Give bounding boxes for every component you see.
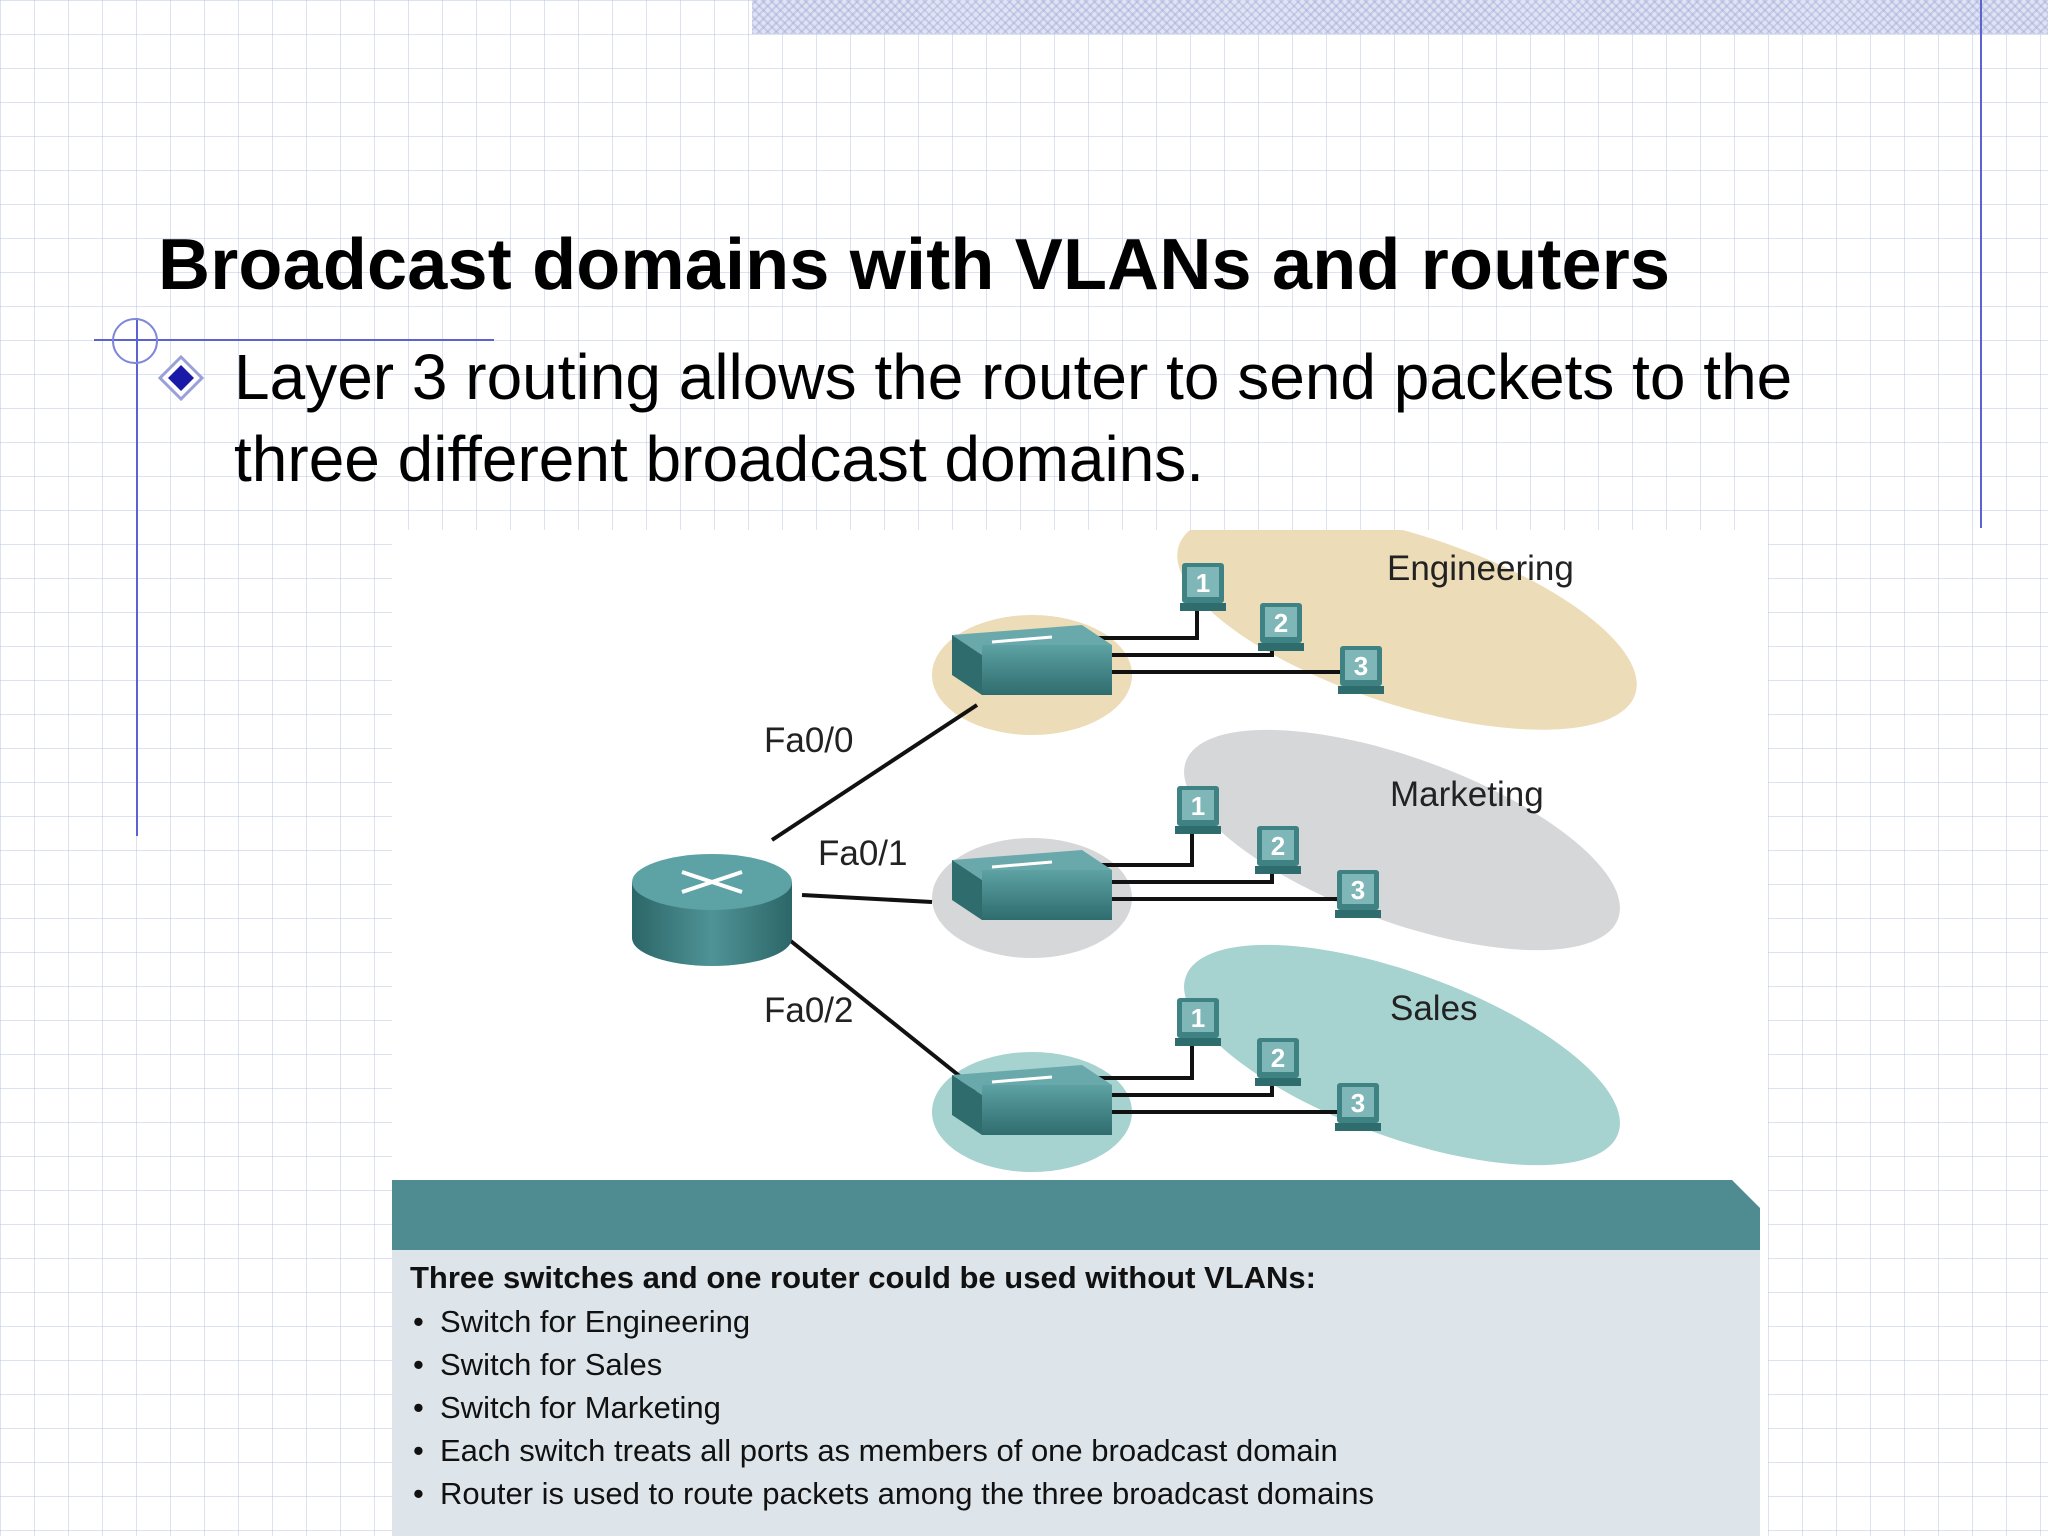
bullet-dot-icon: • — [413, 1304, 424, 1339]
sales-switch-icon — [952, 1065, 1112, 1135]
left-horizontal-rule — [94, 339, 494, 341]
caption-item: • Switch for Marketing — [410, 1386, 1742, 1429]
pc-icon: 1 — [1175, 786, 1221, 834]
group-label-sales: Sales — [1390, 989, 1478, 1028]
decorative-circle — [112, 318, 158, 364]
pc-number-label: 2 — [1271, 831, 1285, 861]
pc-icon: 1 — [1180, 563, 1226, 611]
caption-item: • Router is used to route packets among t… — [410, 1472, 1742, 1515]
pc-number-label: 1 — [1196, 568, 1210, 598]
bullet-dot-icon: • — [413, 1347, 424, 1382]
pc-icon: 2 — [1258, 603, 1304, 651]
caption-item-text: Switch for Engineering — [440, 1304, 751, 1339]
caption-panel: Three switches and one router could be u… — [392, 1250, 1760, 1536]
pc-icon: 2 — [1255, 826, 1301, 874]
engineering-domain-shape — [1177, 530, 1637, 730]
caption-item: • Switch for Sales — [410, 1343, 1742, 1386]
bullet-dot-icon: • — [413, 1476, 424, 1511]
pc-number-label: 1 — [1191, 791, 1205, 821]
caption-header-bar — [392, 1180, 1760, 1250]
top-decorative-band — [752, 0, 2048, 34]
pc-number-label: 3 — [1354, 651, 1368, 681]
caption-list: • Switch for Engineering • Switch for Sale… — [410, 1300, 1742, 1515]
pc-icon: 2 — [1255, 1038, 1301, 1086]
caption-item: • Switch for Engineering — [410, 1300, 1742, 1343]
left-vertical-rule — [136, 318, 138, 836]
group-label-engineering: Engineering — [1387, 549, 1574, 588]
pc-number-label: 2 — [1271, 1043, 1285, 1073]
pc-icon: 3 — [1335, 870, 1381, 918]
caption-item: • Each switch treats all ports as members… — [410, 1429, 1742, 1472]
slide-title: Broadcast domains with VLANs and routers — [158, 225, 1671, 305]
caption-item-text: Router is used to route packets among th… — [440, 1476, 1374, 1511]
pc-icon: 1 — [1175, 998, 1221, 1046]
pc-number-label: 1 — [1191, 1003, 1205, 1033]
marketing-domain-shape — [1184, 729, 1620, 951]
port-label-fa0-1: Fa0/1 — [818, 834, 908, 873]
bullet-dot-icon: • — [413, 1433, 424, 1468]
engineering-switch-icon — [952, 625, 1112, 695]
caption-item-text: Switch for Marketing — [440, 1390, 721, 1425]
router-links — [770, 703, 979, 1092]
pc-number-label: 3 — [1351, 875, 1365, 905]
router-icon — [632, 854, 792, 966]
pc-icon: 3 — [1335, 1083, 1381, 1131]
caption-heading: Three switches and one router could be u… — [410, 1260, 1316, 1295]
bullet-text: Layer 3 routing allows the router to sen… — [234, 341, 1793, 495]
right-vertical-rule — [1980, 0, 1982, 528]
pc-number-label: 2 — [1274, 608, 1288, 638]
caption-item-text: Switch for Sales — [440, 1347, 663, 1382]
caption-item-text: Each switch treats all ports as members … — [440, 1433, 1338, 1468]
group-label-marketing: Marketing — [1390, 775, 1544, 814]
marketing-switch-icon — [952, 850, 1112, 920]
pc-layer: 1 2 3 1 2 3 1 2 3 — [1175, 563, 1384, 1131]
pc-number-label: 3 — [1351, 1088, 1365, 1118]
pc-icon: 3 — [1338, 646, 1384, 694]
sales-domain-shape — [1184, 944, 1620, 1166]
port-label-fa0-0: Fa0/0 — [764, 721, 854, 760]
bullet-dot-icon: • — [413, 1390, 424, 1425]
port-label-fa0-2: Fa0/2 — [764, 991, 854, 1030]
diamond-bullet-icon — [158, 355, 204, 401]
